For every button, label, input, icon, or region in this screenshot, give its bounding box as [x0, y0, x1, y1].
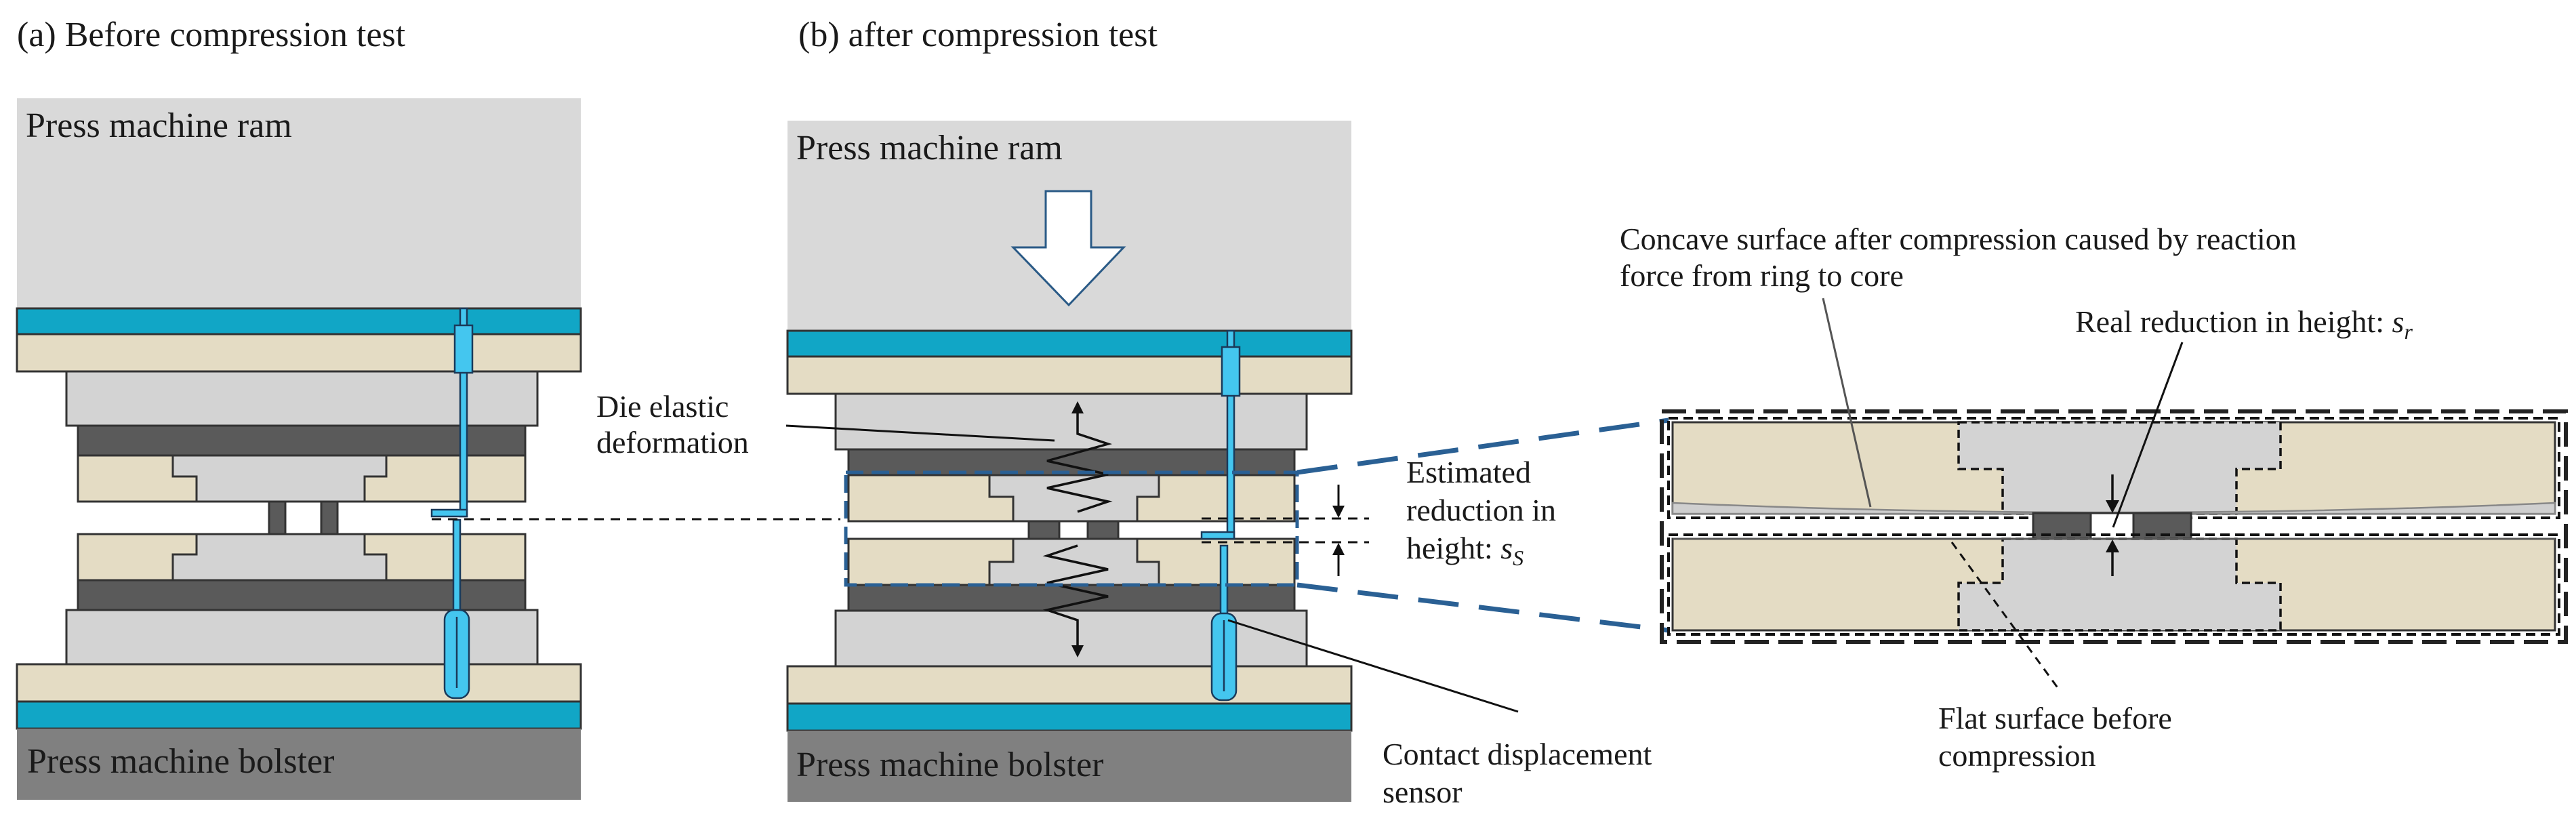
die-elastic-leader: [785, 424, 1055, 442]
sensor-label-1: Contact displacement: [1383, 737, 1652, 771]
ram-label: Press machine ram: [26, 106, 292, 145]
panel-b: (b) after compression test Press machine…: [596, 16, 1669, 809]
upper-bolster-plate: [786, 355, 1353, 395]
specimen-core: [284, 500, 323, 535]
lower-punch-core: [171, 533, 388, 582]
lower-cyan-plate: [16, 700, 582, 730]
lower-cyan-plate: [786, 702, 1353, 732]
ram-label: Press machine ram: [796, 129, 1063, 167]
upper-holder: [834, 392, 1308, 451]
sensor-label-2: sensor: [1383, 775, 1463, 809]
sensor-leader: [1227, 619, 1519, 713]
lower-bolster-plate: [786, 665, 1353, 705]
concave-leader: [1822, 298, 1872, 508]
upper-bolster-plate: [16, 333, 582, 373]
panel-a: (a) Before compression test Press machin…: [16, 16, 840, 800]
sensor-upper-clamp: [1221, 346, 1241, 397]
ram-block: [17, 98, 581, 308]
detail-outer-frame: [1660, 409, 2568, 644]
estimated-label-2: reduction in: [1406, 493, 1556, 527]
flat-label-2: compression: [1938, 738, 2096, 773]
real-reduction-leader: [2112, 342, 2184, 528]
upper-cyan-plate: [16, 307, 582, 336]
sensor-lower-rod: [452, 519, 462, 623]
bolster-label: Press machine bolster: [796, 746, 1103, 784]
zoom-connector-top: [1296, 418, 1669, 475]
real-arrowhead-upper: [2106, 500, 2119, 513]
die-elastic-label-2: deformation: [596, 425, 749, 460]
specimen-core: [1058, 520, 1089, 540]
upper-punch-core: [988, 474, 1160, 523]
real-arrowhead-lower: [2106, 540, 2119, 552]
bolster-label: Press machine bolster: [27, 742, 334, 781]
lower-bolster-plate: [16, 663, 582, 703]
bolster-block: [17, 729, 581, 800]
upper-spring-icon: [1046, 407, 1113, 513]
specimen-ring-left: [268, 500, 287, 535]
upper-cyan-plate: [786, 329, 1353, 358]
upper-dark-plate: [77, 424, 527, 457]
specimen-ring-right: [320, 500, 339, 535]
upper-punch-core: [171, 454, 388, 503]
estimated-arrowhead-upper: [1332, 506, 1345, 518]
detail-lower-core: [1957, 537, 2282, 632]
panel-b-title: (b) after compression test: [798, 16, 1158, 54]
detail-panel: Concave surface after compression caused…: [1620, 222, 2568, 773]
flat-surface-leader: [1950, 542, 2062, 692]
zoom-connector-bottom: [1296, 582, 1669, 633]
upper-spring-arrowhead: [1071, 401, 1084, 413]
sensor-contact-arm: [430, 508, 468, 518]
lower-spring-icon: [1042, 544, 1109, 651]
concave-label-2: force from ring to core: [1620, 258, 1904, 293]
sensor-contact-arm: [1200, 531, 1235, 540]
detail-upper-core: [1957, 421, 2282, 515]
specimen-ring-left: [1027, 520, 1061, 540]
sensor-upper-clamp: [453, 324, 474, 374]
bolster-block: [788, 731, 1351, 802]
press-down-arrow-icon: [1010, 190, 1126, 307]
estimated-arrowhead-lower: [1332, 543, 1345, 555]
detail-specimen-core: [2089, 512, 2135, 540]
panel-a-title: (a) Before compression test: [17, 16, 406, 54]
lower-spring-arrowhead: [1071, 645, 1084, 657]
concave-label-1: Concave surface after compression caused…: [1620, 222, 2297, 256]
estimated-label-3: height: sS: [1406, 531, 1524, 570]
real-reduction-label: Real reduction in height: sr: [2075, 304, 2413, 344]
die-elastic-label-1: Die elastic: [596, 389, 729, 424]
flat-label-1: Flat surface before: [1938, 701, 2172, 735]
zoom-region-box: [844, 470, 1299, 587]
detail-lower-frame: [1667, 533, 2560, 636]
specimen-ring-right: [1086, 520, 1120, 540]
estimated-label-1: Estimated: [1406, 455, 1531, 489]
